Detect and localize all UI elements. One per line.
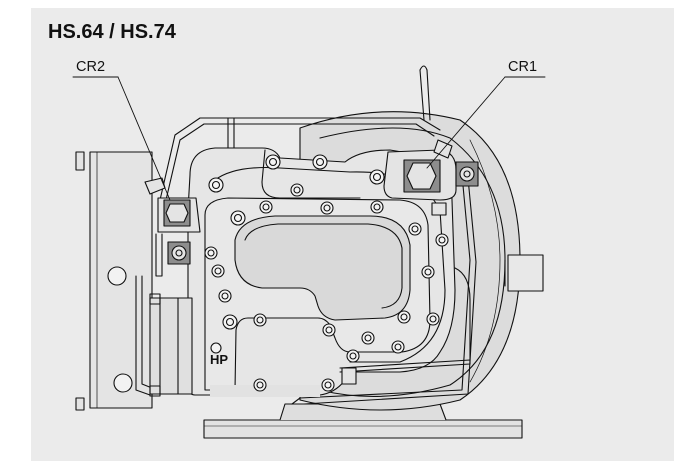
bolt-icon bbox=[421, 265, 435, 279]
bolt-icon bbox=[204, 246, 218, 260]
bolt-icon bbox=[208, 177, 224, 193]
terminal-box bbox=[75, 151, 153, 411]
bolt-icon bbox=[218, 289, 232, 303]
bolt-icon bbox=[346, 349, 360, 363]
bolt-icon bbox=[253, 313, 267, 327]
bolt-icon bbox=[253, 378, 267, 392]
bolt-icon bbox=[320, 201, 334, 215]
callout-leaders bbox=[72, 76, 546, 201]
bolt-icon bbox=[435, 233, 449, 247]
oil-pipe bbox=[135, 275, 193, 397]
cr2-valve bbox=[144, 177, 201, 277]
bolt-icon bbox=[361, 331, 375, 345]
bolt-icon bbox=[370, 200, 384, 214]
cylinder-head bbox=[187, 147, 456, 397]
callout-label-cr1: CR1 bbox=[508, 59, 538, 75]
cr1-valve bbox=[383, 139, 479, 216]
bolt-icon bbox=[397, 310, 411, 324]
bolt-icon bbox=[426, 312, 440, 326]
figure-title: HS.64 / HS.74 bbox=[48, 21, 176, 43]
callout-label-cr2: CR2 bbox=[76, 59, 106, 75]
bolt-icon bbox=[391, 340, 405, 354]
bolt-icon bbox=[312, 154, 328, 170]
bolt-icon bbox=[222, 314, 238, 330]
bolt-icon bbox=[369, 169, 385, 185]
bolt-icon bbox=[290, 183, 304, 197]
hp-port-icon bbox=[210, 342, 222, 354]
bolt-icon bbox=[265, 154, 281, 170]
hp-label: HP bbox=[210, 352, 229, 367]
bolt-icon bbox=[259, 200, 273, 214]
bolt-icon bbox=[321, 378, 335, 392]
bolt-icon bbox=[230, 210, 246, 226]
bolt-icon bbox=[322, 323, 336, 337]
discharge-pipe bbox=[339, 267, 471, 385]
bolt-icon bbox=[211, 264, 225, 278]
bolt-pattern bbox=[204, 154, 449, 392]
bolt-icon bbox=[408, 222, 422, 236]
